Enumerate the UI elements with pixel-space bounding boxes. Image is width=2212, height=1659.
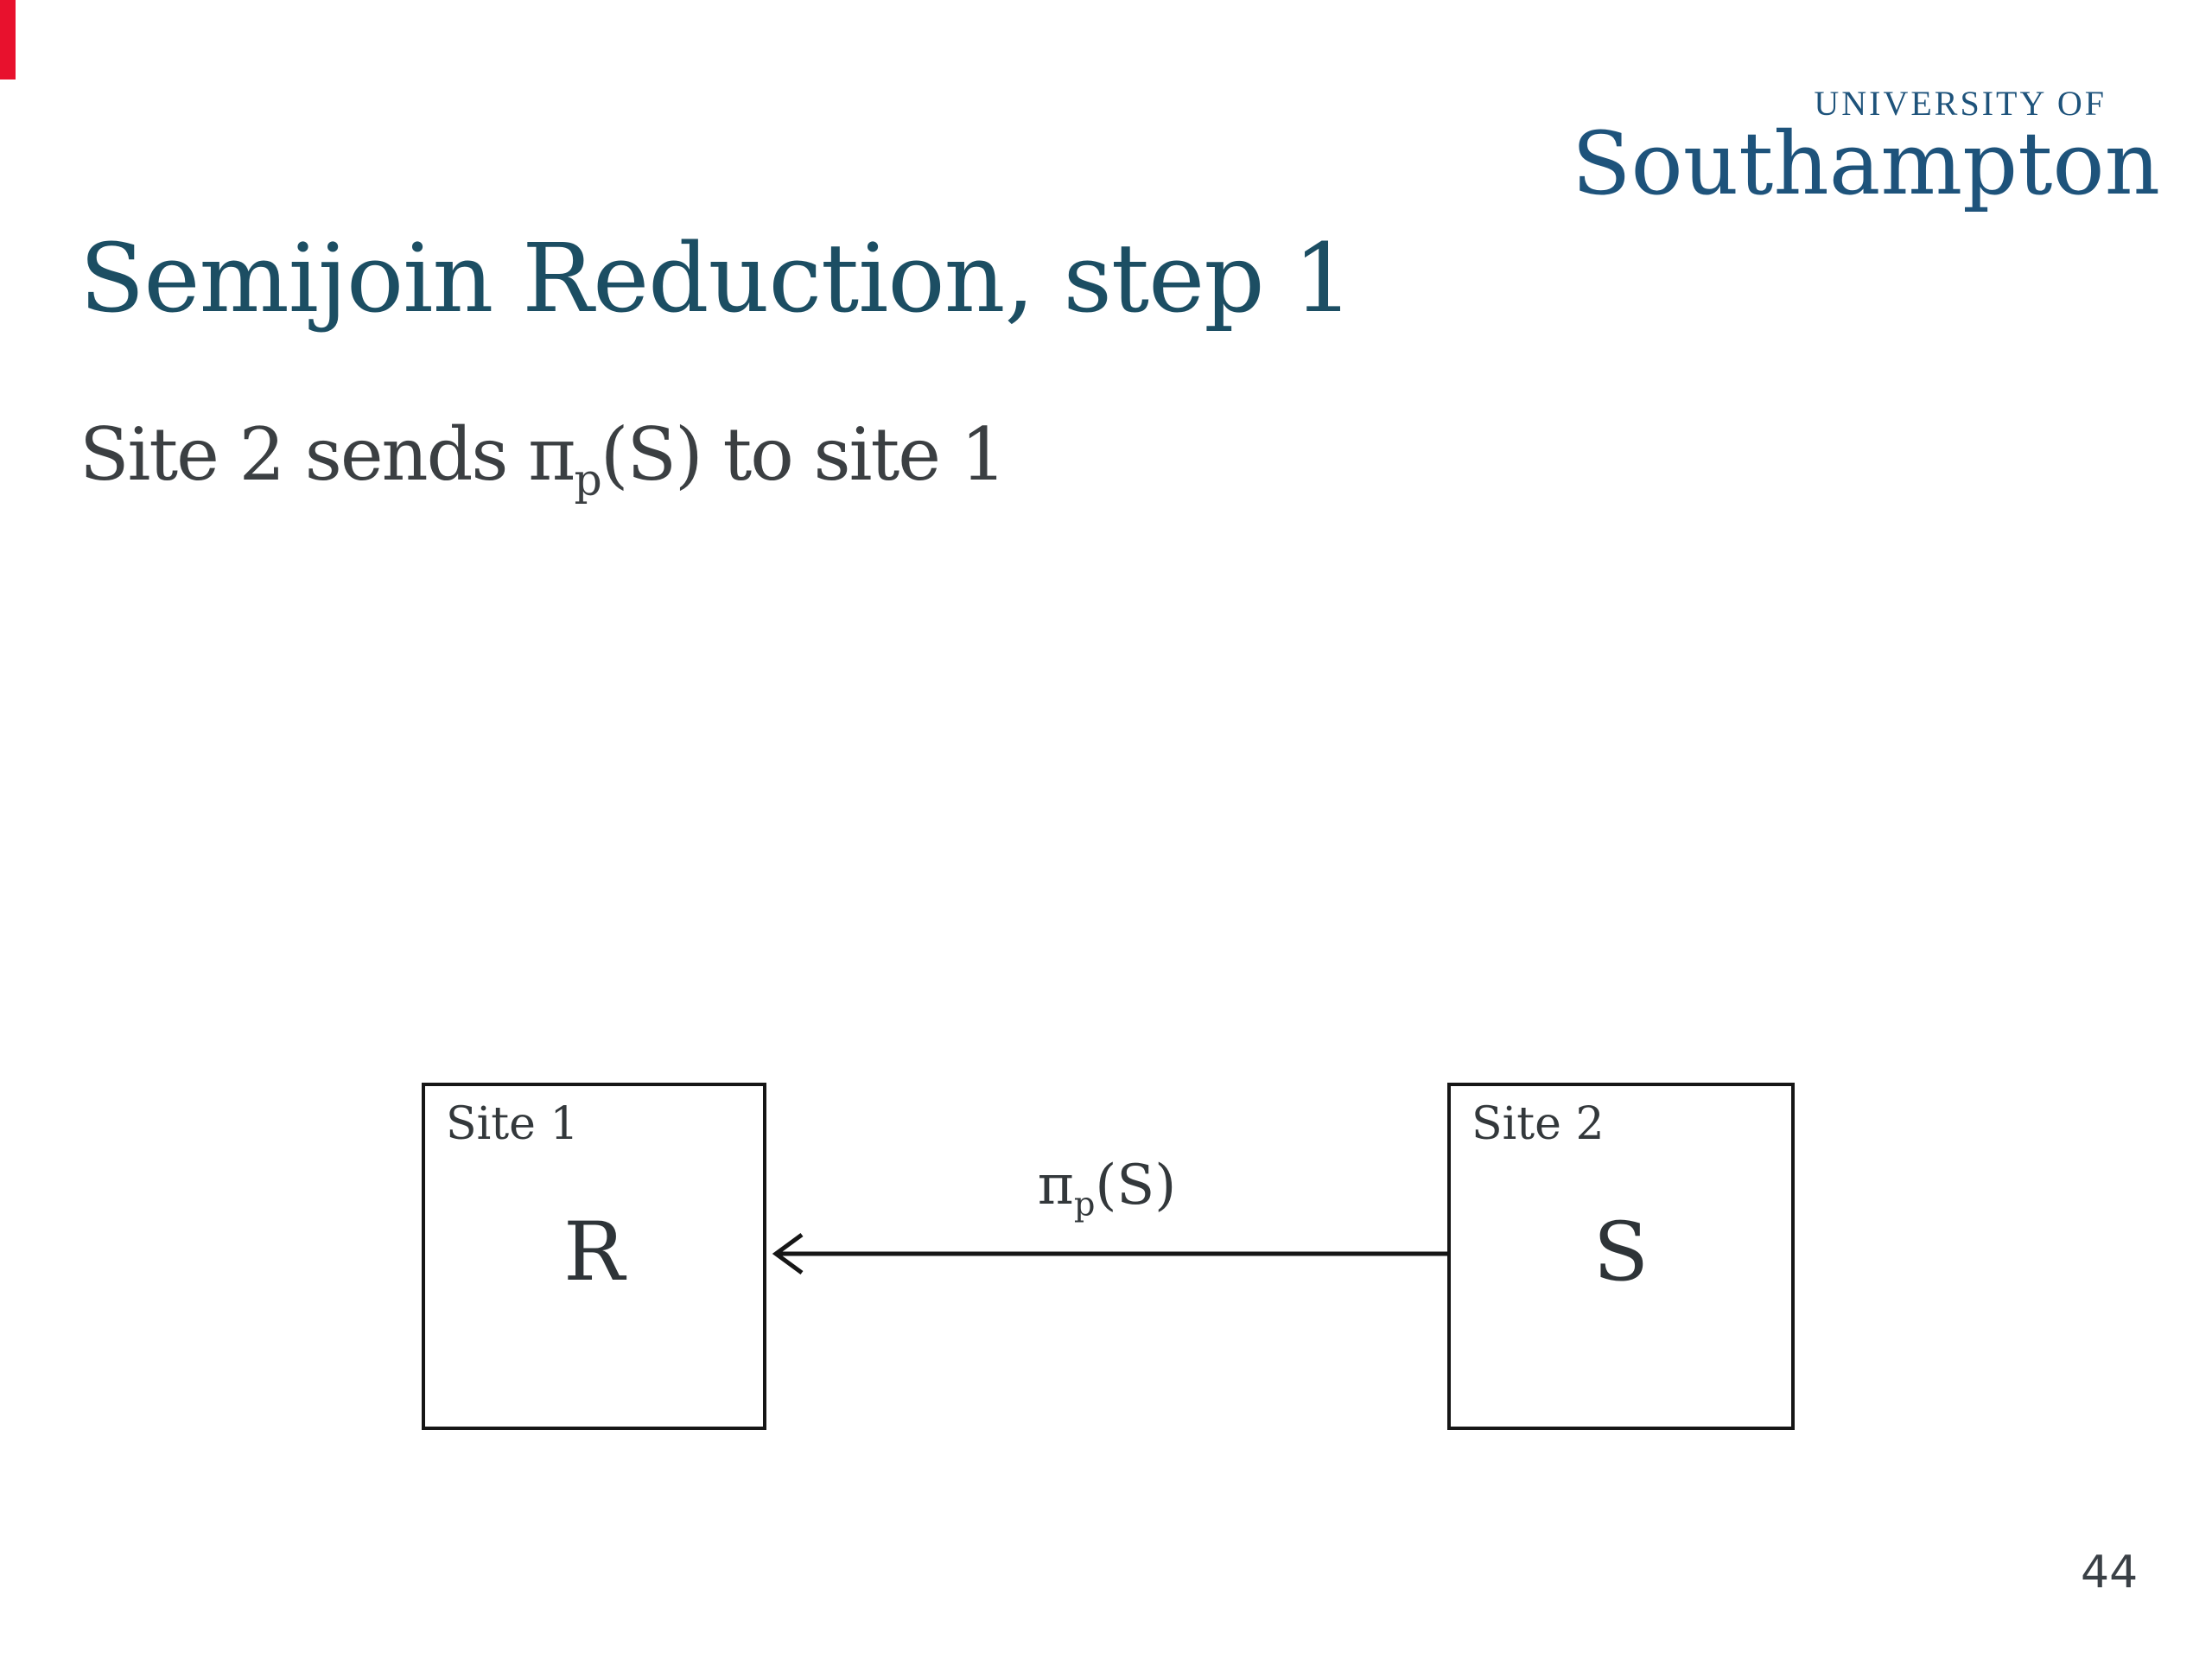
arrow-label-pi-p-of-s: πp(S) (934, 1158, 1280, 1222)
logo-line-university-of: UNIVERSITY OF (1814, 84, 2107, 123)
subtitle-text-after-subscript: (S) to site 1 (600, 412, 1007, 497)
slide-subtitle: Site 2 sends πp(S) to site 1 (79, 412, 1007, 505)
red-accent-bar (0, 0, 16, 79)
arrow-label-pi: π (1037, 1154, 1074, 1217)
site2-label: Site 2 (1471, 1098, 1605, 1150)
arrow-label-of-s: (S) (1095, 1154, 1177, 1217)
site1-box: Site 1 R (422, 1083, 766, 1430)
site2-relation-s: S (1592, 1205, 1649, 1300)
slide-title: Semijoin Reduction, step 1 (79, 223, 1354, 334)
logo-line-southampton: Southampton (1572, 113, 2160, 214)
site1-label: Site 1 (446, 1098, 579, 1150)
site1-relation-r: R (563, 1205, 625, 1300)
university-logo: UNIVERSITY OF Southampton (1572, 86, 2160, 207)
subtitle-text-before-subscript: Site 2 sends π (79, 412, 575, 497)
arrow-label-subscript-p: p (1073, 1185, 1096, 1224)
subtitle-subscript-p: p (574, 454, 601, 505)
site2-box: Site 2 S (1447, 1083, 1795, 1430)
page-number: 44 (2081, 1547, 2139, 1599)
semijoin-transfer-arrow (772, 1232, 1447, 1275)
